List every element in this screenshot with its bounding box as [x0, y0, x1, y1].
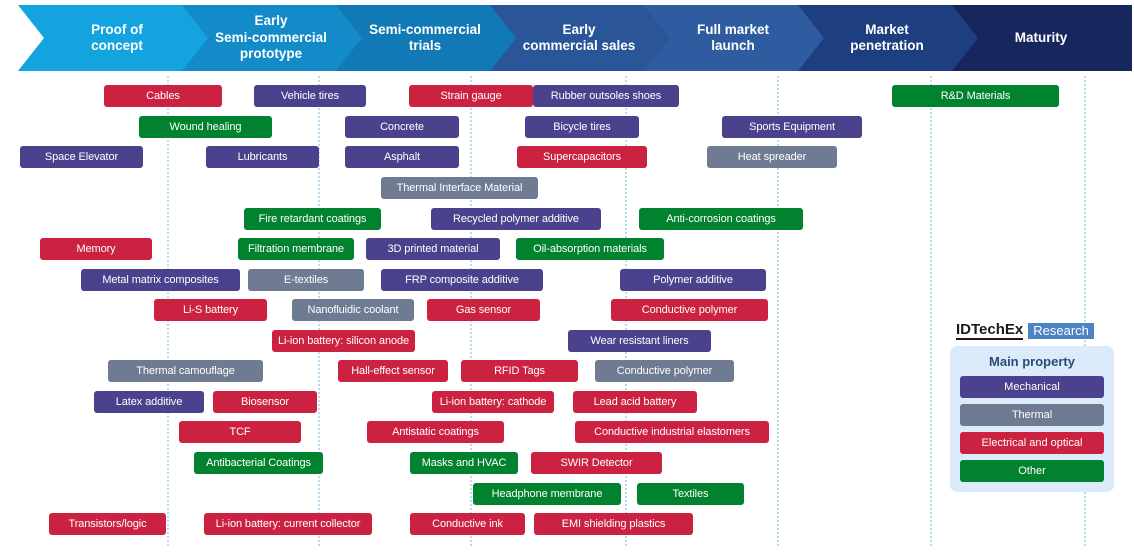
stage-arrow-label: Maturity	[1014, 29, 1068, 45]
legend-item-other[interactable]: Other	[960, 460, 1104, 482]
stage-arrow-header: Proof of concept Early Semi-commercial pr…	[0, 0, 1134, 76]
technology-pill[interactable]: Conductive industrial elastomers	[575, 421, 769, 443]
technology-pill[interactable]: Antibacterial Coatings	[194, 452, 323, 474]
technology-pill[interactable]: Li-ion battery: current collector	[204, 513, 372, 535]
technology-pill[interactable]: Fire retardant coatings	[244, 208, 381, 230]
technology-pill[interactable]: Metal matrix composites	[81, 269, 240, 291]
stage-arrow-label: Early Semi-commercial prototype	[215, 13, 327, 62]
technology-pill[interactable]: SWIR Detector	[531, 452, 662, 474]
technology-pill[interactable]: Wear resistant liners	[568, 330, 711, 352]
technology-pill[interactable]: EMI shielding plastics	[534, 513, 693, 535]
technology-pill[interactable]: Thermal camouflage	[108, 360, 263, 382]
technology-pill[interactable]: Vehicle tires	[254, 85, 366, 107]
technology-pill[interactable]: Li-ion battery: cathode	[432, 391, 554, 413]
technology-pill[interactable]: Li-S battery	[154, 299, 267, 321]
research-badge: Research	[1028, 322, 1094, 340]
technology-pill[interactable]: Latex additive	[94, 391, 204, 413]
technology-pill[interactable]: Conductive ink	[410, 513, 525, 535]
technology-pill[interactable]: FRP composite additive	[381, 269, 543, 291]
technology-pill[interactable]: Li-ion battery: silicon anode	[272, 330, 415, 352]
technology-pill[interactable]: Space Elevator	[20, 146, 143, 168]
technology-pill[interactable]: Transistors/logic	[49, 513, 166, 535]
technology-pill[interactable]: Antistatic coatings	[367, 421, 504, 443]
stage-arrow-label: Full market launch	[696, 21, 770, 53]
stage-arrow-label: Market penetration	[850, 21, 924, 53]
technology-pill[interactable]: Lead acid battery	[573, 391, 697, 413]
technology-pill[interactable]: Nanofluidic coolant	[292, 299, 414, 321]
technology-pill[interactable]: Anti-corrosion coatings	[639, 208, 803, 230]
technology-pill[interactable]: Concrete	[345, 116, 459, 138]
technology-pill[interactable]: R&D Materials	[892, 85, 1059, 107]
technology-pill[interactable]: Supercapacitors	[517, 146, 647, 168]
technology-pill[interactable]: Thermal Interface Material	[381, 177, 538, 199]
technology-pill[interactable]: Oil-absorption materials	[516, 238, 664, 260]
technology-pill[interactable]: Rubber outsoles shoes	[533, 85, 679, 107]
stage-arrow-label: Proof of concept	[91, 21, 143, 53]
technology-pill[interactable]: RFID Tags	[461, 360, 578, 382]
stage-arrow-1[interactable]: Proof of concept	[18, 5, 208, 71]
legend-item-mechanical[interactable]: Mechanical	[960, 376, 1104, 398]
technology-pill[interactable]: Headphone membrane	[473, 483, 621, 505]
technology-pill[interactable]: Lubricants	[206, 146, 319, 168]
technology-pill[interactable]: Gas sensor	[427, 299, 540, 321]
technology-pill[interactable]: 3D printed material	[366, 238, 500, 260]
stage-arrow-label: Semi-commercial trials	[369, 21, 481, 53]
technology-pill[interactable]: Asphalt	[345, 146, 459, 168]
technology-pill[interactable]: Conductive polymer	[595, 360, 734, 382]
legend-item-electrical[interactable]: Electrical and optical	[960, 432, 1104, 454]
stage-divider-6	[930, 76, 932, 546]
technology-pill[interactable]: Wound healing	[139, 116, 272, 138]
stage-arrow-label: Early commercial sales	[522, 21, 636, 53]
technology-pill[interactable]: Cables	[104, 85, 222, 107]
technology-pill[interactable]: Hall-effect sensor	[338, 360, 448, 382]
technology-pill[interactable]: Filtration membrane	[238, 238, 354, 260]
stage-divider-7	[1084, 76, 1086, 546]
legend-panel: IDTechEx Research Main property Mechanic…	[950, 321, 1114, 492]
technology-pill[interactable]: Memory	[40, 238, 152, 260]
technology-pill[interactable]: TCF	[179, 421, 301, 443]
technology-pill[interactable]: Masks and HVAC	[410, 452, 518, 474]
idtechex-research-logo: IDTechEx Research	[950, 321, 1114, 341]
legend-item-thermal[interactable]: Thermal	[960, 404, 1104, 426]
legend-title: Main property	[989, 354, 1075, 369]
technology-pill[interactable]: Biosensor	[213, 391, 317, 413]
stage-divider-5	[777, 76, 779, 546]
brand-name-text: IDTechEx	[956, 321, 1024, 341]
technology-pill[interactable]: Polymer additive	[620, 269, 766, 291]
technology-pill[interactable]: Sports Equipment	[722, 116, 862, 138]
technology-pill[interactable]: Bicycle tires	[525, 116, 639, 138]
technology-pill[interactable]: E-textiles	[248, 269, 364, 291]
technology-pill[interactable]: Textiles	[637, 483, 744, 505]
technology-pill[interactable]: Conductive polymer	[611, 299, 768, 321]
technology-pill[interactable]: Recycled polymer additive	[431, 208, 601, 230]
technology-pill[interactable]: Strain gauge	[409, 85, 533, 107]
technology-pill[interactable]: Heat spreader	[707, 146, 837, 168]
